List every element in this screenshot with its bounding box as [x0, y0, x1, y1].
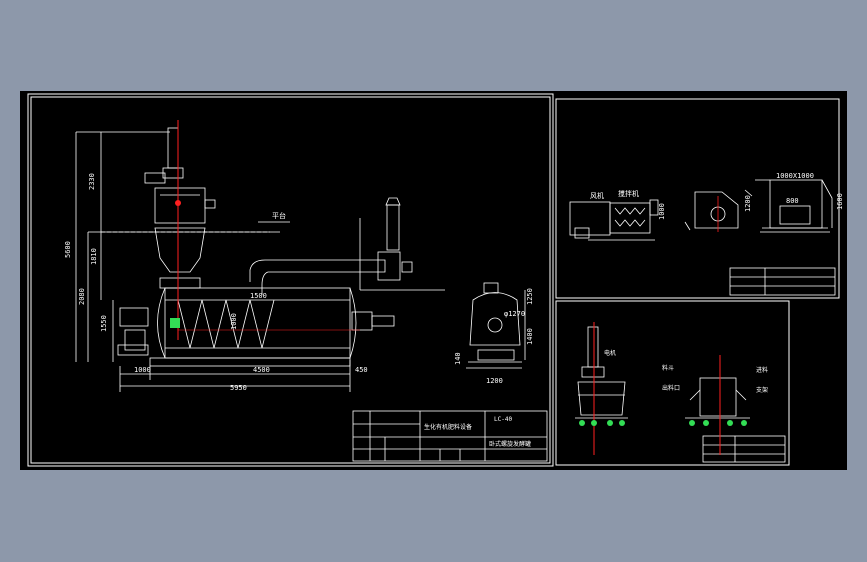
end-view-dim-2: 1400	[526, 328, 534, 345]
end-view-dim-3: 140	[454, 352, 462, 365]
top-right-dim-2: 800	[786, 197, 799, 205]
end-view-dim-1: 1250	[526, 288, 534, 305]
title-block-name: 生化有机肥料设备	[424, 423, 472, 431]
dim-vertical-4: 2080	[78, 288, 86, 305]
dim-horizontal-4: 450	[355, 366, 368, 374]
end-view-width: 1200	[486, 377, 503, 385]
dim-vertical-5: 1550	[100, 315, 108, 332]
dim-horizontal-2: 4500	[253, 366, 270, 374]
title-block-subtitle: 卧式螺旋发酵罐	[489, 440, 531, 448]
top-right-spec-label: 1000X1000	[776, 172, 814, 180]
axis-marker-top	[175, 200, 181, 206]
top-right-drawings	[569, 179, 836, 296]
main-title-block	[352, 410, 548, 462]
dim-horizontal-1: 1000	[134, 366, 151, 374]
main-sheet-inner-frame	[30, 96, 551, 464]
bottom-right-label-1: 料斗	[662, 364, 674, 372]
green-bearing-mark	[170, 318, 180, 328]
platform-label: 平台	[272, 211, 286, 220]
top-right-dim-3: 1000	[658, 203, 666, 220]
dim-horizontal-3: 5950	[230, 384, 247, 392]
model-space-background	[20, 91, 847, 470]
bottom-right-motor-label: 电机	[604, 349, 616, 357]
bottom-right-label-2: 出料口	[662, 384, 680, 392]
top-right-sheet-frame	[555, 98, 840, 299]
top-right-machine-label: 搅拌机	[618, 189, 639, 198]
top-right-dim-1: 1200	[744, 195, 752, 212]
dim-drum-diameter: 1000	[230, 313, 238, 330]
end-view-drawing	[466, 282, 526, 369]
bottom-right-label-3: 进料	[756, 366, 768, 374]
top-right-dim-4: 1600	[836, 193, 844, 210]
main-sheet-outer-frame	[27, 93, 554, 467]
bottom-right-drawings	[575, 326, 786, 463]
dim-vertical-3: 1810	[90, 248, 98, 265]
dim-vertical-1: 2330	[88, 173, 96, 190]
main-elevation-drawing	[75, 127, 445, 392]
title-block-code: LC-40	[494, 416, 512, 423]
end-view-phi: φ1270	[504, 310, 525, 318]
dim-1500: 1500	[250, 292, 267, 300]
top-right-fan-label: 风机	[590, 191, 604, 200]
bottom-right-label-4: 支架	[756, 386, 768, 394]
bottom-right-sheet-frame	[555, 300, 790, 466]
dim-vertical-2: 5600	[64, 241, 72, 258]
support-wheels	[579, 420, 747, 426]
